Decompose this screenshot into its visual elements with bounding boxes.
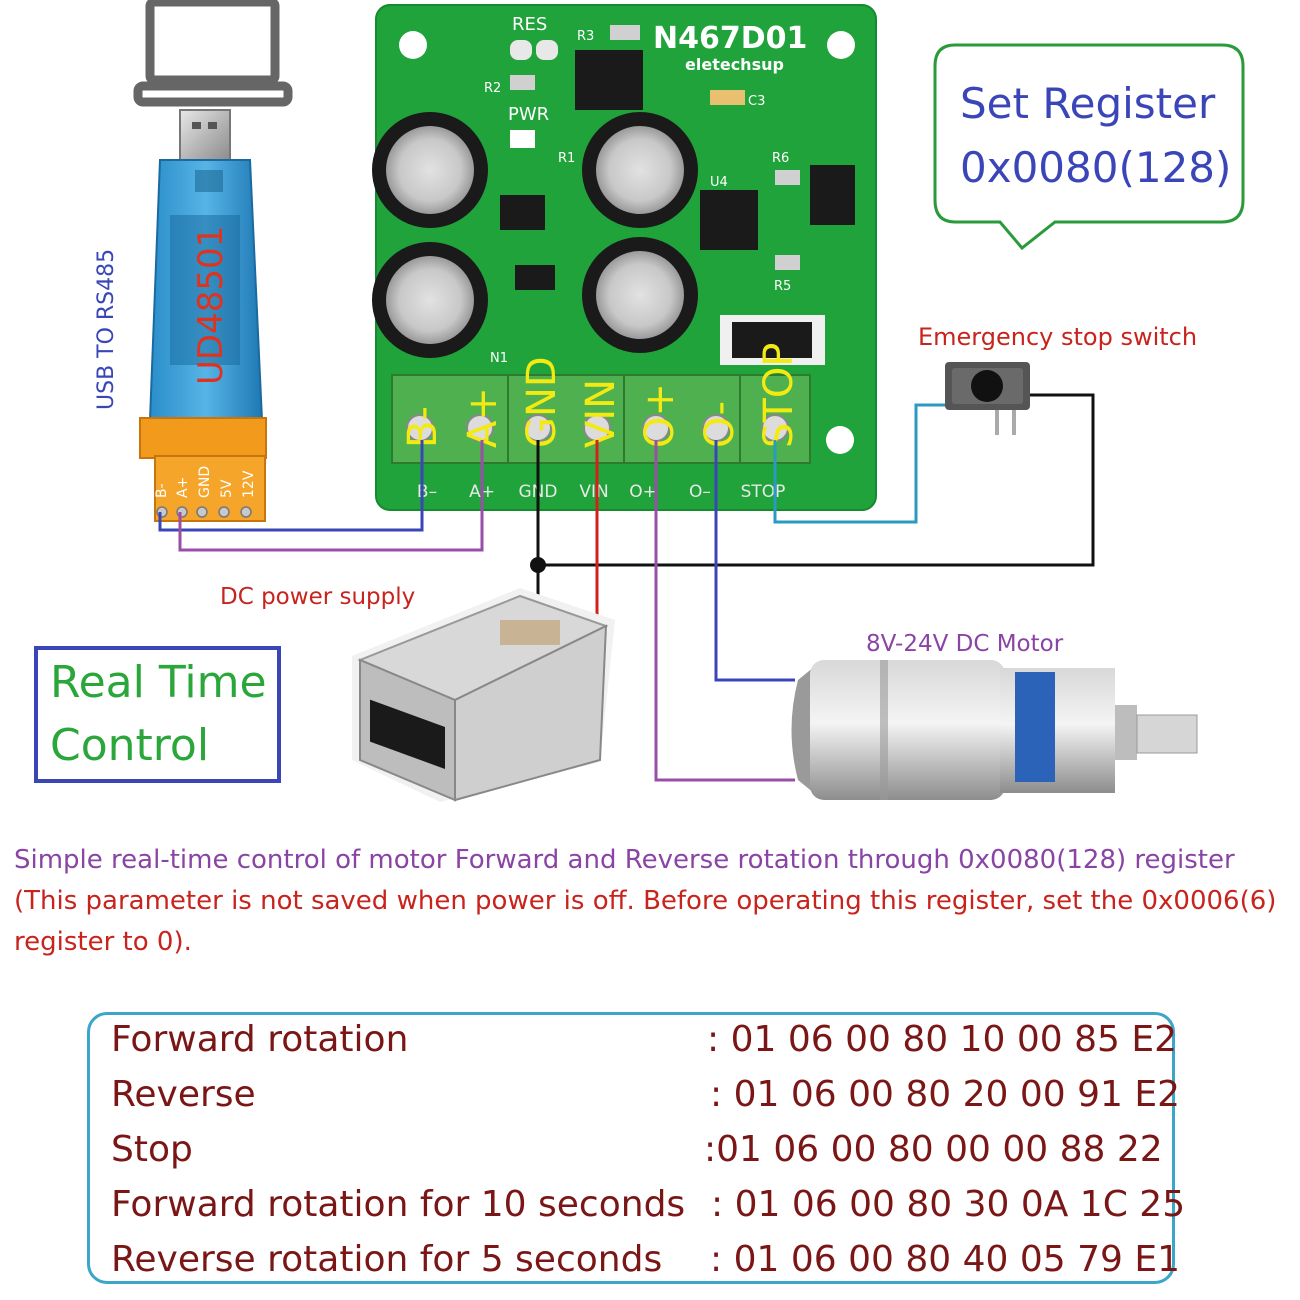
terminal-label-vin: VIN bbox=[578, 379, 624, 448]
usb-pin-gnd: GND bbox=[197, 466, 213, 498]
emergency-stop-label: Emergency stop switch bbox=[918, 323, 1197, 351]
laptop-icon bbox=[133, 0, 293, 107]
usb-pin-a: A+ bbox=[175, 477, 191, 498]
wiring-diagram: USB TO RS485 UD48501 B- A+ GND 5V 12V bbox=[34, 0, 1245, 802]
terminal-label-a: A+ bbox=[460, 387, 506, 448]
command-label: Reverse rotation for 5 seconds bbox=[111, 1239, 663, 1280]
silk-r6: R6 bbox=[772, 151, 789, 166]
motor-label: 8V-24V DC Motor bbox=[866, 631, 1064, 657]
realtime-line2: Control bbox=[50, 720, 209, 771]
usb-model-label: UD48501 bbox=[191, 226, 231, 385]
command-label: Stop bbox=[111, 1129, 193, 1170]
power-supply bbox=[352, 588, 615, 802]
command-value: : 01 06 00 80 10 00 85 E2 bbox=[707, 1019, 1177, 1060]
bottom-label-b: B– bbox=[417, 482, 437, 502]
realtime-box bbox=[34, 646, 281, 783]
silk-res: RES bbox=[512, 14, 547, 35]
description: Simple real-time control of motor Forwar… bbox=[14, 840, 1294, 963]
terminal-block bbox=[391, 374, 811, 464]
terminal-label-o-plus: O+ bbox=[637, 383, 683, 448]
board-brand: eletechsup bbox=[685, 55, 784, 74]
terminal-label-gnd: GND bbox=[519, 356, 565, 448]
usb-side-label: USB TO RS485 bbox=[94, 249, 119, 410]
bottom-label-vin: VIN bbox=[579, 482, 608, 502]
power-supply-label: DC power supply bbox=[220, 584, 415, 610]
silk-u4: U4 bbox=[710, 175, 728, 190]
bottom-label-o-plus: O+ bbox=[629, 482, 657, 502]
bottom-label-o-minus: O– bbox=[689, 482, 711, 502]
wire-o-plus bbox=[654, 440, 795, 782]
push-button-icon bbox=[945, 362, 1030, 435]
wire-o-minus bbox=[714, 440, 795, 682]
silk-r1: R1 bbox=[558, 151, 575, 166]
command-value: : 01 06 00 80 30 0A 1C 25 bbox=[711, 1184, 1186, 1225]
wire-a-plus bbox=[178, 440, 484, 552]
command-value: : 01 06 00 80 40 05 79 E1 bbox=[710, 1239, 1180, 1280]
dc-motor bbox=[791, 660, 1198, 800]
description-line2: (This parameter is not saved when power … bbox=[14, 886, 1277, 957]
bottom-label-stop: STOP bbox=[741, 482, 786, 502]
usb-rs485-adapter bbox=[139, 109, 267, 522]
board-name: N467D01 bbox=[653, 21, 807, 56]
wire-gnd-switch bbox=[538, 393, 1095, 567]
usb-pin-5v: 5V bbox=[219, 479, 235, 498]
silk-r2: R2 bbox=[484, 81, 501, 96]
command-value: :01 06 00 80 00 00 88 22 bbox=[704, 1129, 1163, 1170]
board-silkscreen: N467D01 eletechsup RES PWR R3 R2 R1 C3 R… bbox=[484, 14, 807, 366]
command-label: Forward rotation for 10 seconds bbox=[111, 1184, 686, 1225]
capacitors bbox=[372, 112, 698, 358]
command-label: Forward rotation bbox=[111, 1019, 409, 1060]
usb-pin-b: B- bbox=[154, 483, 170, 498]
terminal-label-o-minus: O- bbox=[697, 401, 743, 448]
command-table: Forward rotation : 01 06 00 80 10 00 85 … bbox=[87, 1012, 1185, 1284]
silk-c3: C3 bbox=[748, 94, 765, 109]
command-value: : 01 06 00 80 20 00 91 E2 bbox=[710, 1074, 1180, 1115]
register-callout bbox=[933, 43, 1245, 251]
usb-pin-labels: B- A+ GND 5V 12V bbox=[154, 466, 257, 498]
callout-line2: 0x0080(128) bbox=[960, 143, 1231, 192]
silk-r3: R3 bbox=[577, 29, 594, 44]
usb-pin-12v: 12V bbox=[241, 470, 257, 498]
silk-r5: R5 bbox=[774, 279, 791, 294]
wire-b-minus bbox=[158, 440, 424, 532]
command-label: Reverse bbox=[111, 1074, 256, 1115]
description-line1: Simple real-time control of motor Forwar… bbox=[14, 845, 1235, 875]
gnd-junction bbox=[530, 557, 546, 573]
wires bbox=[158, 393, 1095, 782]
silk-n1: N1 bbox=[490, 351, 508, 366]
silk-pwr: PWR bbox=[508, 104, 549, 125]
callout-line1: Set Register bbox=[960, 79, 1216, 128]
terminal-label-stop: STOP bbox=[756, 343, 802, 448]
realtime-line1: Real Time bbox=[50, 657, 267, 708]
wire-stop bbox=[773, 403, 945, 524]
terminal-labels: B- A+ GND VIN O+ O- STOP bbox=[400, 343, 802, 448]
